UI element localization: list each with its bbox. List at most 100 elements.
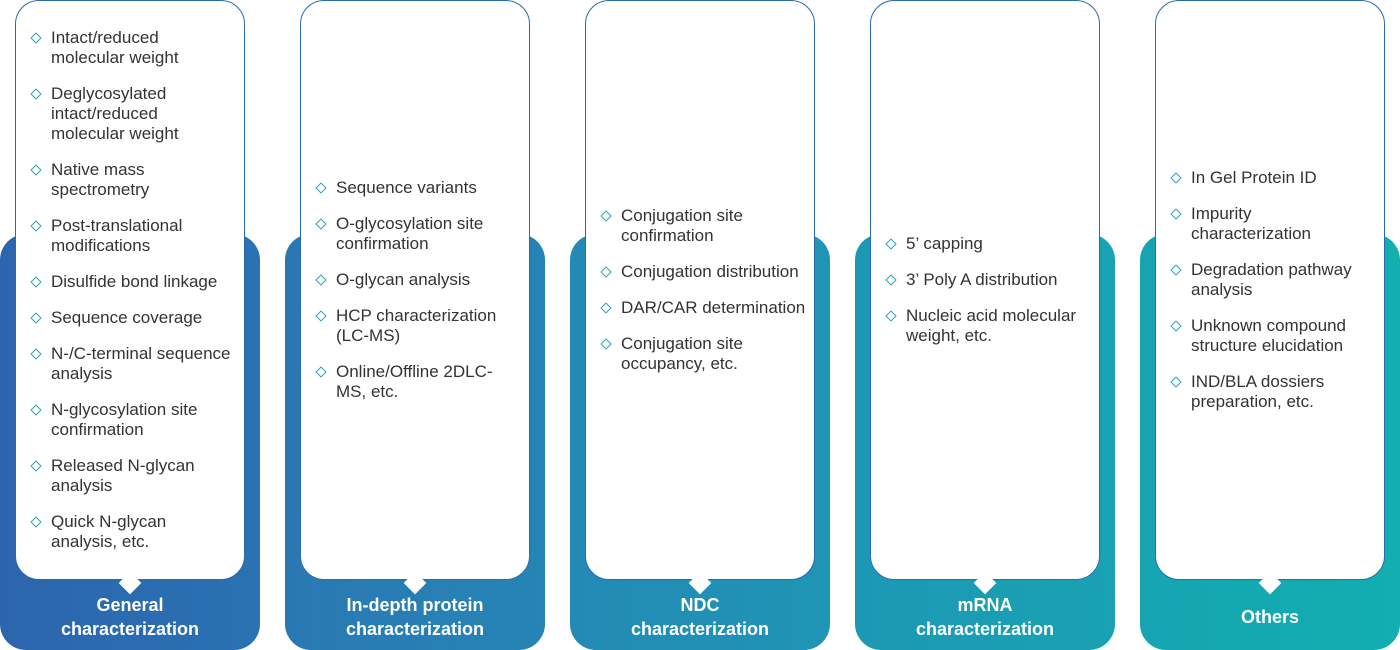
list-item: Degradation pathway analysis <box>1170 260 1376 300</box>
category-label: NDC characterization <box>570 590 830 644</box>
diamond-bullet-icon <box>30 164 42 176</box>
list-item: IND/BLA dossiers preparation, etc. <box>1170 372 1376 412</box>
item-text: Impurity characterization <box>1191 204 1312 243</box>
list-item: Sequence coverage <box>30 308 236 328</box>
diamond-bullet-icon <box>315 218 327 230</box>
item-list: In Gel Protein ID Impurity characterizati… <box>1170 1 1376 579</box>
item-text: N-glycosylation site confirmation <box>51 400 198 439</box>
list-item: Quick N-glycan analysis, etc. <box>30 512 236 552</box>
item-text: Conjugation site occupancy, etc. <box>621 334 743 373</box>
list-item: Sequence variants <box>315 178 521 198</box>
list-item: Conjugation site confirmation <box>600 206 806 246</box>
list-item: Deglycosylated intact/reduced molecular … <box>30 84 236 144</box>
item-text: Conjugation site confirmation <box>621 206 743 245</box>
diamond-bullet-icon <box>315 182 327 194</box>
item-text: Sequence variants <box>336 178 477 197</box>
diamond-bullet-icon <box>30 276 42 288</box>
diamond-bullet-icon <box>600 266 612 278</box>
category-label: General characterization <box>0 590 260 644</box>
diamond-bullet-icon <box>1170 376 1182 388</box>
list-item: In Gel Protein ID <box>1170 168 1376 188</box>
list-item: Conjugation site occupancy, etc. <box>600 334 806 374</box>
list-item: 5’ capping <box>885 234 1091 254</box>
category-label: mRNA characterization <box>855 590 1115 644</box>
item-text: O-glycan analysis <box>336 270 471 289</box>
list-item: Online/Offline 2DLC-MS, etc. <box>315 362 521 402</box>
list-item: Nucleic acid molecular weight, etc. <box>885 306 1091 346</box>
diamond-bullet-icon <box>30 460 42 472</box>
diamond-bullet-icon <box>30 88 42 100</box>
item-text: DAR/CAR determination <box>621 298 806 317</box>
diamond-bullet-icon <box>885 274 897 286</box>
diamond-bullet-icon <box>315 366 327 378</box>
list-item: 3’ Poly A distribution <box>885 270 1091 290</box>
list-item: Post-translational modifications <box>30 216 236 256</box>
diamond-bullet-icon <box>315 310 327 322</box>
category-card: In Gel Protein ID Impurity characterizati… <box>1155 0 1385 580</box>
item-text: Nucleic acid molecular weight, etc. <box>906 306 1077 345</box>
item-text: 3’ Poly A distribution <box>906 270 1058 289</box>
list-item: N-glycosylation site confirmation <box>30 400 236 440</box>
category-label-text: mRNA characterization <box>915 595 1055 639</box>
list-item: DAR/CAR determination <box>600 298 806 318</box>
item-text: Unknown compound structure elucidation <box>1191 316 1346 355</box>
list-item: Intact/reduced molecular weight <box>30 28 236 68</box>
diamond-bullet-icon <box>600 210 612 222</box>
list-item: O-glycan analysis <box>315 270 521 290</box>
item-text: IND/BLA dossiers preparation, etc. <box>1191 372 1325 411</box>
diamond-bullet-icon <box>30 404 42 416</box>
diamond-bullet-icon <box>1170 264 1182 276</box>
diamond-bullet-icon <box>600 338 612 350</box>
item-text: In Gel Protein ID <box>1191 168 1317 187</box>
item-text: Conjugation distribution <box>621 262 799 281</box>
item-text: Sequence coverage <box>51 308 203 327</box>
diamond-bullet-icon <box>315 274 327 286</box>
list-item: Unknown compound structure elucidation <box>1170 316 1376 356</box>
diamond-bullet-icon <box>885 310 897 322</box>
list-item: N-/C-terminal sequence analysis <box>30 344 236 384</box>
list-item: Disulfide bond linkage <box>30 272 236 292</box>
list-item: Native mass spectrometry <box>30 160 236 200</box>
diamond-bullet-icon <box>30 348 42 360</box>
item-text: Post-translational modifications <box>51 216 183 255</box>
category-label: Others <box>1140 590 1400 644</box>
diamond-bullet-icon <box>30 32 42 44</box>
item-text: Quick N-glycan analysis, etc. <box>51 512 167 551</box>
item-text: O-glycosylation site confirmation <box>336 214 484 253</box>
category-label-text: In-depth protein characterization <box>345 595 485 639</box>
item-text: Online/Offline 2DLC-MS, etc. <box>336 362 493 401</box>
item-text: HCP characterization (LC-MS) <box>336 306 497 345</box>
list-item: Released N-glycan analysis <box>30 456 236 496</box>
item-text: Disulfide bond linkage <box>51 272 218 291</box>
item-text: N-/C-terminal sequence analysis <box>51 344 231 383</box>
category-label-text: Others <box>1240 607 1300 627</box>
list-item: HCP characterization (LC-MS) <box>315 306 521 346</box>
item-text: Native mass spectrometry <box>51 160 150 199</box>
diamond-bullet-icon <box>1170 320 1182 332</box>
diamond-bullet-icon <box>885 238 897 250</box>
diamond-bullet-icon <box>1170 208 1182 220</box>
list-item: Impurity characterization <box>1170 204 1376 244</box>
item-text: Intact/reduced molecular weight <box>51 28 179 67</box>
item-text: Degradation pathway analysis <box>1191 260 1352 299</box>
item-text: Deglycosylated intact/reduced molecular … <box>51 84 179 143</box>
item-text: 5’ capping <box>906 234 983 253</box>
category-label: In-depth protein characterization <box>285 590 545 644</box>
list-item: Conjugation distribution <box>600 262 806 282</box>
category-label-text: General characterization <box>60 595 200 639</box>
diamond-bullet-icon <box>30 220 42 232</box>
category-column: In Gel Protein ID Impurity characterizati… <box>1140 0 1400 650</box>
category-label-text: NDC characterization <box>630 595 770 639</box>
